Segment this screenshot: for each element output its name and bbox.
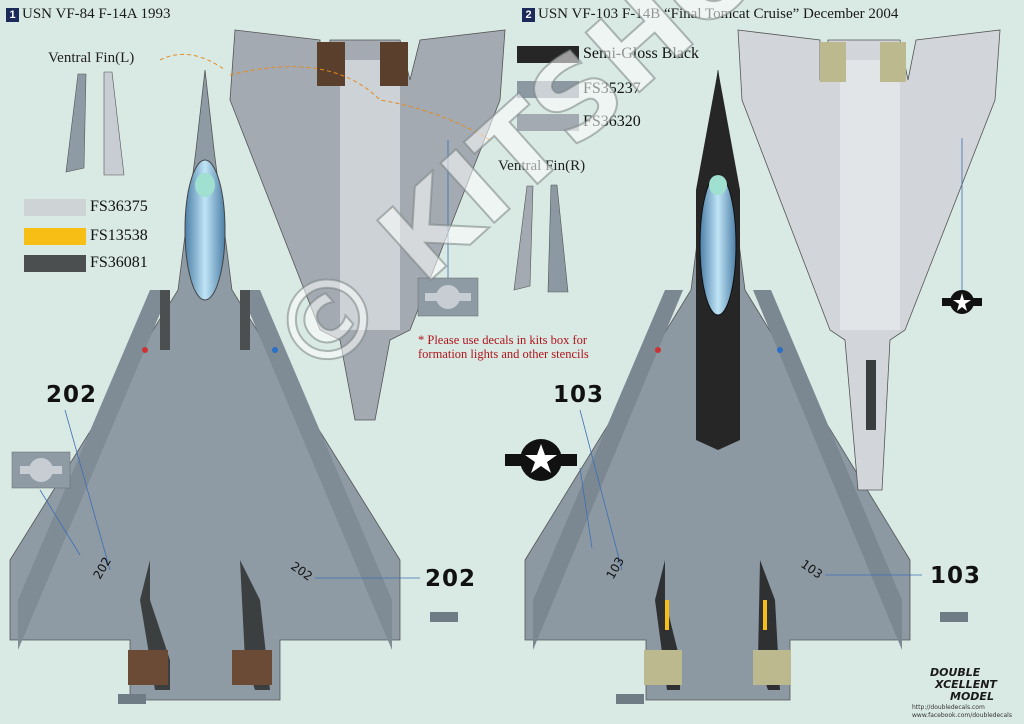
logo-line-1: DOUBLE: [930, 666, 981, 679]
decal-note-text: Please use decals in kits box for format…: [418, 333, 589, 361]
decal-note: * Please use decals in kits box for form…: [418, 333, 628, 361]
swatch-color: [24, 198, 86, 216]
swatch-label: FS36375: [90, 198, 148, 215]
modex-202-large-top: 202: [46, 382, 98, 408]
swatch-semi-gloss-black: Semi-Gloss Black: [517, 45, 699, 63]
modex-103-large-top: 103: [553, 382, 605, 408]
sheet-1-title: 1 USN VF-84 F-14A 1993: [6, 6, 171, 23]
aircraft-2-bottom-view: [737, 29, 1001, 491]
sheet-1-title-text: USN VF-84 F-14A 1993: [22, 6, 171, 22]
ventral-fin-right-label: Ventral Fin(R): [498, 158, 586, 174]
sheet-2-title-text: USN VF-103 F-14B “Final Tomcat Cruise” D…: [538, 6, 899, 22]
ventral-fin-right-drawing: [513, 184, 569, 293]
ventral-fin-left-label: Ventral Fin(L): [48, 50, 135, 66]
insignia-right-large: [505, 439, 577, 481]
swatch-label: FS13538: [90, 227, 148, 244]
swatch-color: [517, 113, 579, 131]
logo-line-3: MODEL: [950, 690, 994, 703]
swatch-fs13538: FS13538: [24, 227, 148, 245]
swatch-fs35237: FS35237: [517, 80, 641, 98]
sheet-2-title: 2 USN VF-103 F-14B “Final Tomcat Cruise”…: [522, 6, 898, 23]
sheet-1-number: 1: [6, 7, 19, 22]
swatch-label: Semi-Gloss Black: [583, 45, 699, 62]
logo-web-1: http://doubledecals.com: [912, 704, 985, 711]
swatch-color: [24, 254, 86, 272]
aircraft-1-bottom-view: [229, 29, 506, 421]
logo-web-2: www.facebook.com/doubledecals: [912, 712, 1012, 719]
swatch-label: FS36320: [583, 113, 641, 130]
swatch-color: [517, 45, 579, 63]
aircraft-2-top-view: [524, 69, 911, 701]
leader-lines: [39, 138, 963, 579]
insignia-left: [11, 451, 71, 489]
swatch-label: FS35237: [583, 80, 641, 97]
ventral-fin-left-drawing: [65, 71, 125, 176]
sheet-2-number: 2: [522, 7, 535, 22]
swatch-color: [24, 227, 86, 245]
swatch-fs36320: FS36320: [517, 113, 641, 131]
asterisk-icon: *: [418, 333, 425, 347]
ventral-fin-arrow: [229, 66, 491, 141]
modex-103-large-side: 103: [930, 563, 982, 589]
insignia-mid: [417, 277, 479, 317]
modex-202-large-side: 202: [425, 566, 477, 592]
swatch-fs36081: FS36081: [24, 254, 148, 272]
swatch-color: [517, 80, 579, 98]
logo-line-2: XCELLENT: [935, 678, 997, 691]
aircraft-1-top-view: [9, 69, 401, 701]
swatch-label: FS36081: [90, 254, 148, 271]
insignia-right-small: [942, 290, 982, 314]
swatch-fs36375: FS36375: [24, 198, 148, 216]
